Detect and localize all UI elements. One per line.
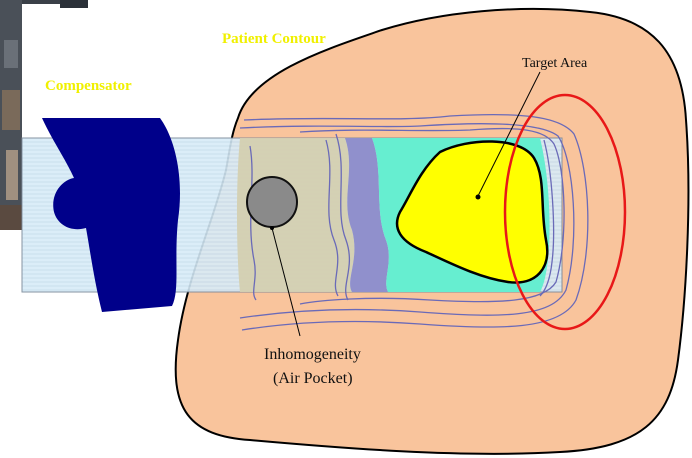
target-area-label: Target Area <box>522 56 588 71</box>
air-pocket-pointer-dot <box>270 226 274 230</box>
target-pointer-dot <box>476 195 481 200</box>
air-pocket-label: (Air Pocket) <box>273 370 353 387</box>
compensator-label: Compensator <box>45 78 132 94</box>
air-pocket-inhomogeneity <box>247 177 297 227</box>
patient-contour-label: Patient Contour <box>222 31 326 47</box>
inhomogeneity-label: Inhomogeneity <box>264 346 361 363</box>
